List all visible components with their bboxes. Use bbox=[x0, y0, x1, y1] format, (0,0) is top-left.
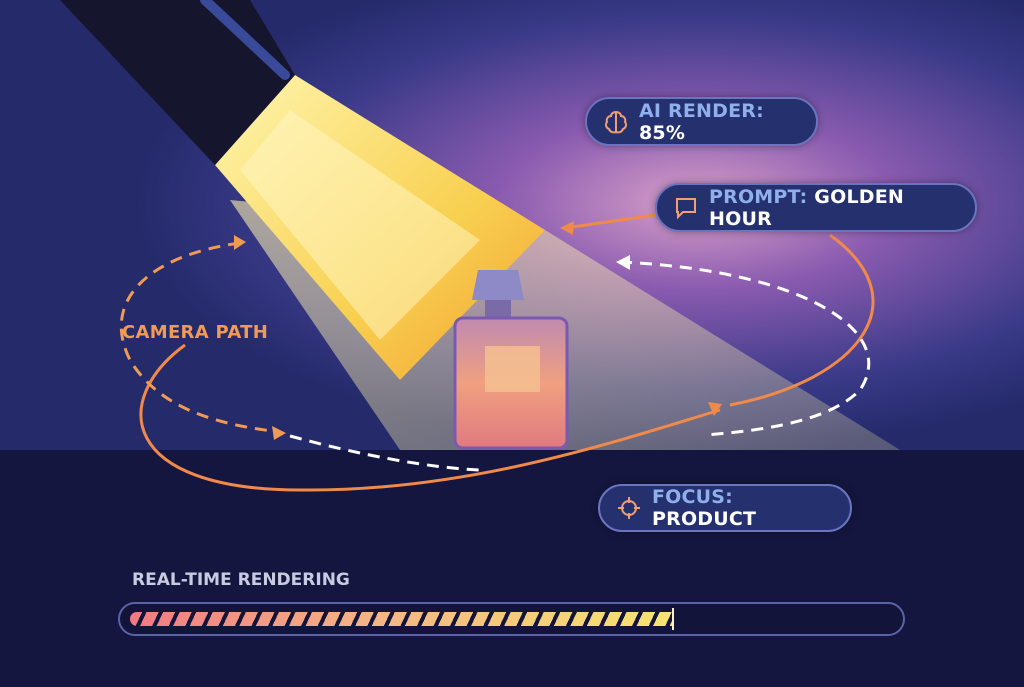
progress-cursor bbox=[672, 608, 674, 630]
pointer-arrow-icon bbox=[560, 221, 574, 235]
focus-value: PRODUCT bbox=[652, 508, 757, 530]
camera-path-arrow-icon bbox=[234, 235, 246, 250]
prompt-key: PROMPT: bbox=[709, 185, 808, 208]
ai-render-badge: AI RENDER: 85% bbox=[585, 97, 818, 146]
spotlight-body bbox=[60, 0, 295, 165]
chat-bubble-icon bbox=[676, 197, 696, 219]
rendering-progress-bar bbox=[118, 602, 905, 636]
light-cone-highlight bbox=[240, 110, 480, 340]
perfume-bottle bbox=[453, 270, 569, 450]
brain-icon bbox=[604, 110, 628, 133]
ai-render-value: 85% bbox=[639, 121, 686, 144]
prompt-badge: PROMPT: GOLDEN HOUR bbox=[655, 183, 977, 232]
camera-orbit-right bbox=[729, 233, 875, 407]
prompt-pointer bbox=[564, 213, 656, 230]
ai-render-key: AI RENDER: bbox=[639, 99, 764, 122]
focus-key: FOCUS: bbox=[652, 486, 733, 508]
focus-badge: FOCUS: PRODUCT bbox=[598, 484, 852, 532]
spotlight-highlight bbox=[200, 0, 290, 80]
camera-path-dashed bbox=[119, 241, 281, 434]
dashed-path-right bbox=[619, 260, 871, 437]
prompt-value: GOLDEN HOUR bbox=[709, 185, 905, 230]
progress-fill bbox=[130, 612, 672, 626]
floor bbox=[0, 450, 1024, 687]
camera-path-arrow-icon bbox=[272, 426, 286, 440]
camera-orbit-bottom bbox=[139, 343, 721, 492]
crosshair-icon bbox=[618, 497, 640, 519]
dashed-path-left bbox=[289, 434, 481, 472]
dashed-arrow-icon bbox=[616, 255, 630, 270]
orbit-arrow-icon bbox=[708, 402, 722, 416]
camera-path-label: CAMERA PATH bbox=[122, 322, 269, 343]
rendering-label: REAL-TIME RENDERING bbox=[132, 570, 350, 590]
